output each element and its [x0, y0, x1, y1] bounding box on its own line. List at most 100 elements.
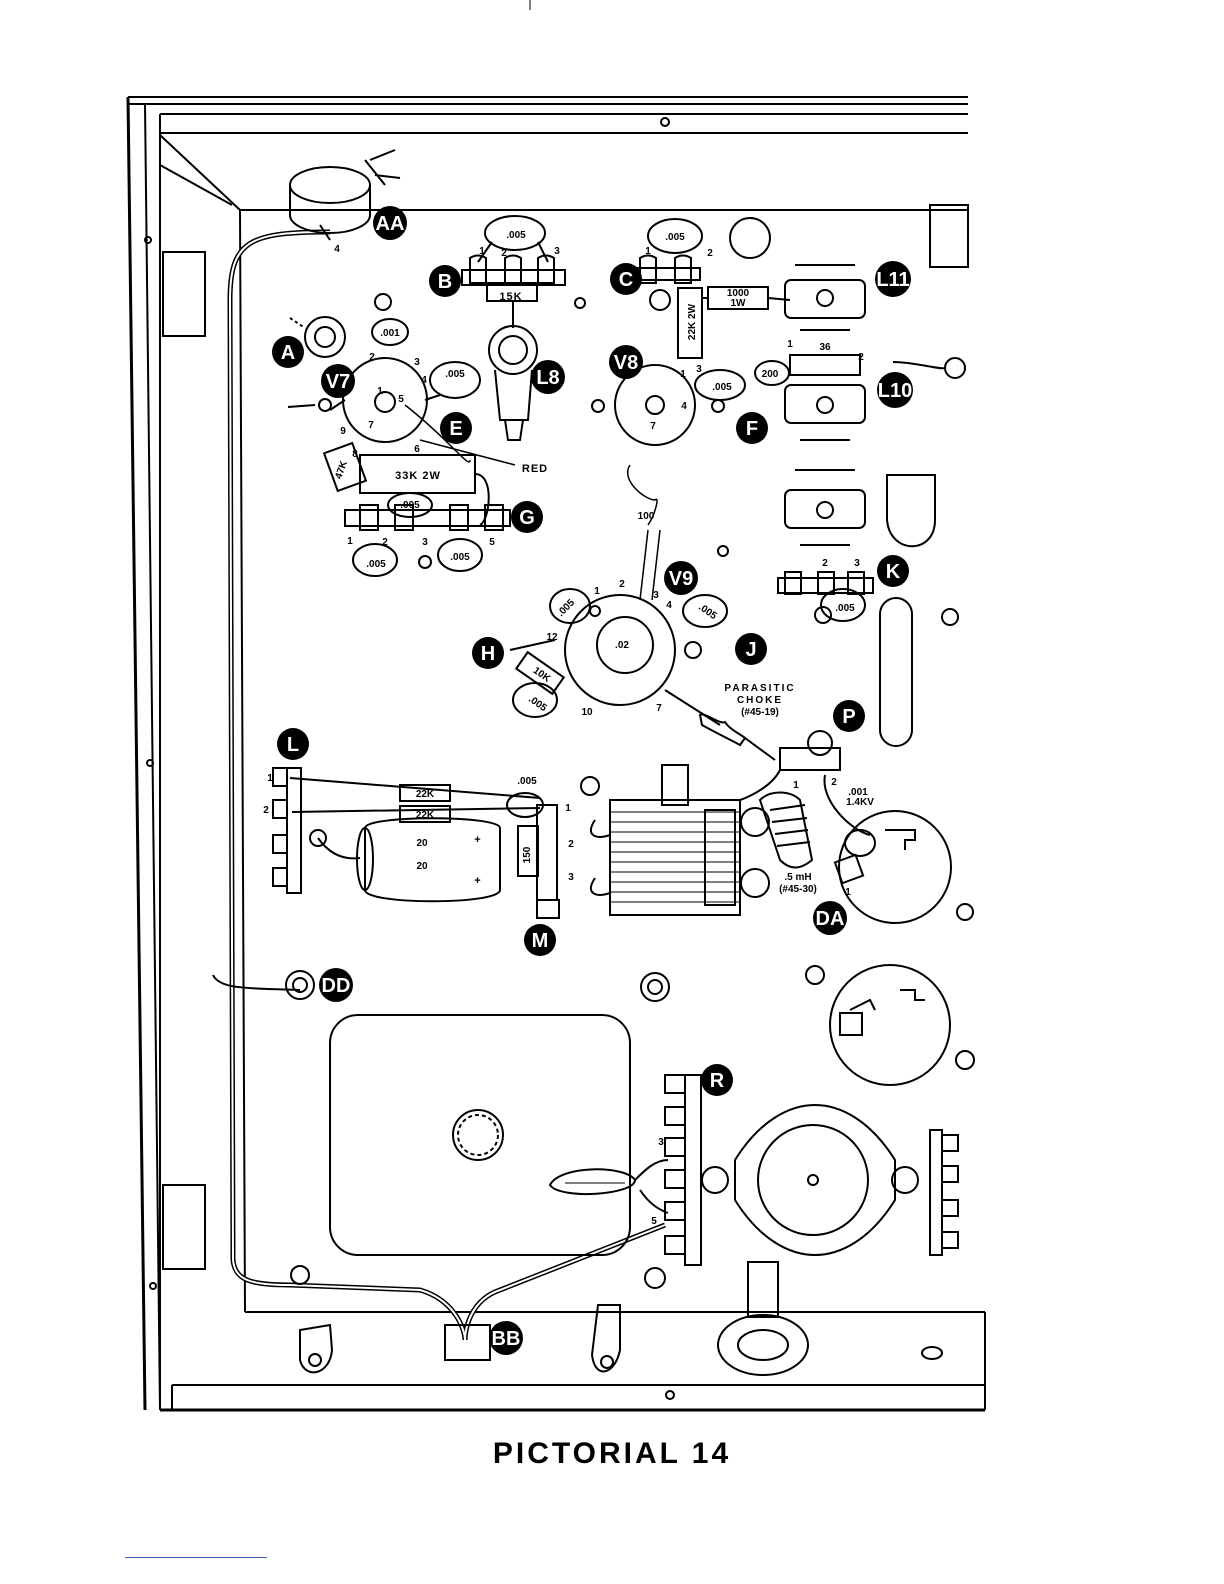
label-c: C — [610, 263, 642, 295]
label-j: J — [735, 633, 767, 665]
svg-text:7: 7 — [650, 421, 656, 432]
svg-text:5: 5 — [651, 1216, 657, 1227]
svg-text:3: 3 — [414, 357, 420, 368]
label-m: M — [524, 924, 556, 956]
v8-socket — [574, 217, 791, 446]
label-l: L — [277, 728, 309, 760]
svg-text:CHOKE: CHOKE — [737, 695, 783, 706]
svg-text:L11: L11 — [876, 269, 909, 291]
svg-text:.005: .005 — [517, 776, 537, 787]
svg-text:10: 10 — [581, 707, 593, 718]
svg-text:L: L — [287, 734, 299, 756]
coil-l8 — [488, 300, 538, 441]
label-l10: L10 — [877, 372, 913, 408]
svg-text:2: 2 — [382, 537, 388, 548]
svg-text:F: F — [746, 418, 758, 440]
svg-text:150: 150 — [522, 846, 533, 863]
figure-caption: PICTORIAL 14 — [492, 1437, 732, 1470]
svg-text:1W: 1W — [731, 298, 747, 309]
svg-text:.005: .005 — [712, 382, 732, 393]
svg-text:B: B — [438, 271, 452, 293]
svg-text:(#45-19): (#45-19) — [741, 707, 779, 718]
terminal-strip-l — [272, 767, 541, 894]
svg-text:3: 3 — [422, 537, 428, 548]
svg-text:DD: DD — [322, 975, 351, 997]
label-k: K — [877, 555, 909, 587]
svg-text:2: 2 — [831, 777, 837, 788]
svg-text:.005: .005 — [835, 603, 855, 614]
component-values: 15K .005 .005 22K 2W 1000 1W .001 .005 3… — [333, 230, 874, 887]
potentiometer-aa — [289, 149, 401, 241]
svg-text:2: 2 — [619, 579, 625, 590]
svg-text:1: 1 — [793, 780, 799, 791]
svg-text:C: C — [619, 269, 633, 291]
svg-text:L10: L10 — [878, 380, 912, 402]
svg-text:1: 1 — [377, 386, 383, 397]
svg-text:36: 36 — [819, 342, 831, 353]
svg-text:1.4KV: 1.4KV — [846, 797, 874, 808]
chassis-frame — [126, 0, 986, 1412]
svg-text:1: 1 — [267, 773, 273, 784]
v9-socket — [509, 464, 728, 726]
svg-text:.5 mH: .5 mH — [784, 872, 811, 883]
svg-text:4: 4 — [421, 375, 427, 386]
rear-panel-parts — [299, 1261, 943, 1376]
pin-numbers: 4 1 2 3 1 2 1 2 3 4 5 6 7 8 9 1 3 4 7 1 … — [263, 244, 864, 1227]
label-l11: L11 — [875, 261, 911, 297]
svg-text:2: 2 — [501, 248, 507, 259]
v7-socket — [287, 293, 516, 526]
terminal-strip-g — [344, 492, 511, 577]
svg-text:.005: .005 — [665, 232, 685, 243]
svg-text:9: 9 — [340, 426, 346, 437]
svg-text:15K: 15K — [499, 291, 522, 303]
svg-text:3: 3 — [854, 558, 860, 569]
label-v7: V7 — [321, 364, 355, 398]
svg-text:2: 2 — [369, 352, 375, 363]
svg-text:V7: V7 — [326, 371, 350, 393]
svg-text:.005: .005 — [450, 552, 470, 563]
svg-text:7: 7 — [656, 703, 662, 714]
svg-text:G: G — [519, 507, 535, 529]
svg-text:4: 4 — [666, 600, 672, 611]
label-e: E — [440, 412, 472, 444]
label-r: R — [701, 1064, 733, 1096]
terminal-strip-k — [777, 571, 959, 747]
svg-text:5: 5 — [398, 394, 404, 405]
label-a: A — [272, 336, 304, 368]
svg-text:E: E — [449, 418, 462, 440]
label-g: G — [511, 501, 543, 533]
svg-text:K: K — [886, 561, 901, 583]
svg-text:.001: .001 — [380, 328, 400, 339]
svg-text:20: 20 — [416, 861, 428, 872]
svg-text:.005: .005 — [445, 369, 465, 380]
svg-text:22K: 22K — [416, 810, 435, 821]
svg-text:4: 4 — [681, 401, 687, 412]
svg-text:+: + — [474, 834, 481, 846]
label-aa: AA — [373, 206, 407, 240]
svg-text:2: 2 — [568, 839, 574, 850]
svg-text:.005: .005 — [526, 694, 549, 714]
label-v9: V9 — [664, 561, 698, 595]
label-dd: DD — [319, 968, 353, 1002]
svg-text:M: M — [532, 930, 549, 952]
svg-text:H: H — [481, 643, 495, 665]
svg-text:+: + — [474, 875, 481, 887]
coil-forms — [717, 264, 966, 557]
svg-text:1: 1 — [565, 803, 571, 814]
svg-text:V9: V9 — [669, 568, 693, 590]
svg-text:PARASITIC: PARASITIC — [724, 683, 795, 694]
svg-text:6: 6 — [414, 444, 420, 455]
badge-labels: AA A B C L11 L 8 V7 V8 L10 E F G V9 K H J… — [272, 206, 913, 1355]
svg-text:20: 20 — [416, 838, 428, 849]
svg-text:A: A — [281, 342, 295, 364]
svg-text:.005: .005 — [506, 230, 526, 241]
footer-rule — [125, 1557, 267, 1558]
label-bb: BB — [489, 1321, 523, 1355]
svg-text:8: 8 — [352, 449, 358, 460]
label-f: F — [736, 412, 768, 444]
svg-text:V8: V8 — [614, 352, 638, 374]
svg-text:100: 100 — [638, 511, 655, 522]
svg-text:22K 2W: 22K 2W — [687, 303, 698, 340]
svg-text:AA: AA — [376, 213, 405, 235]
